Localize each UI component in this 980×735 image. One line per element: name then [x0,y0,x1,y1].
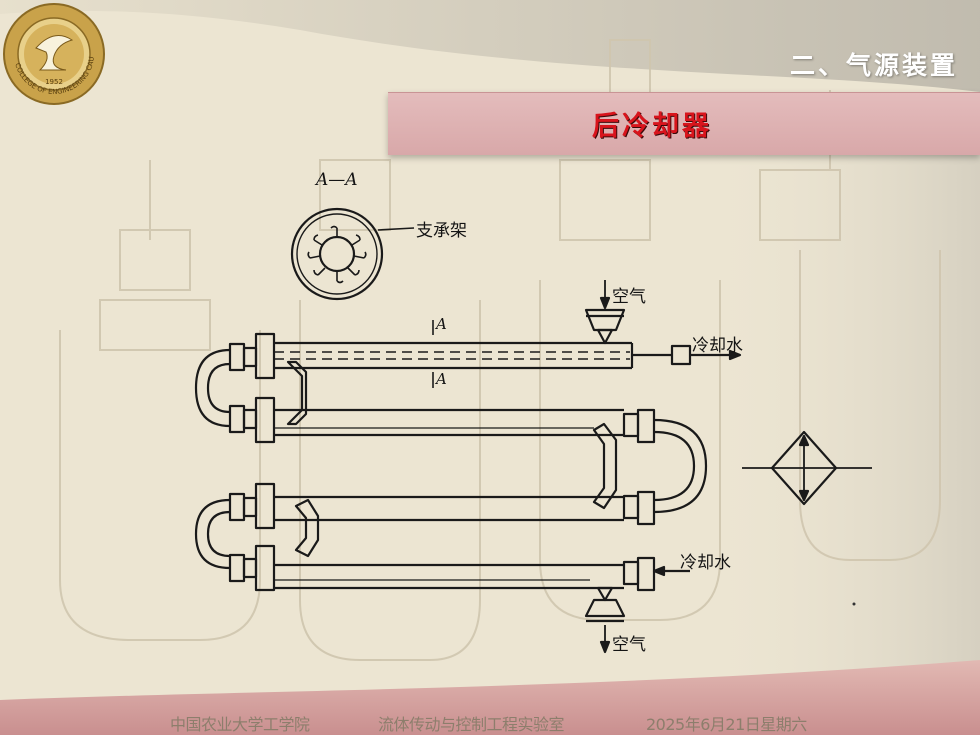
cooler-symbol [742,430,872,506]
support-label: 支承架 [416,221,467,241]
footer: 中国农业大学工学院 流体传动与控制工程实验室 2025年6月21日星期六 [0,705,980,735]
footer-date: 2025年6月21日星期六 [646,715,807,734]
water-in-label: 冷却水 [680,553,731,573]
air-out-label: 空气 [612,635,646,655]
footer-university: 中国农业大学工学院 [170,715,310,734]
logo-year: 1952 [45,78,63,86]
tube-pass-1 [274,280,742,370]
water-out-label: 冷却水 [692,336,743,356]
cross-section-view [290,207,415,301]
cut-mark-bottom: A [436,370,447,388]
title-band: 后冷却器 [388,92,980,155]
cut-mark-top: A [436,315,447,333]
tube-pass-4 [274,556,690,654]
footer-lab: 流体传动与控制工程实验室 [378,715,565,734]
tube-pass-2 [274,408,708,526]
tube-pass-3 [194,482,624,592]
section-label: A—A [316,170,358,190]
university-logo: COLLEGE OF ENGINEERING CAU 1952 [3,3,105,105]
section-title: 二、气源装置 [789,51,958,80]
left-return-bend-1 [194,332,308,444]
slide-title: 后冷却器 [592,111,712,142]
air-in-label: 空气 [612,287,646,307]
